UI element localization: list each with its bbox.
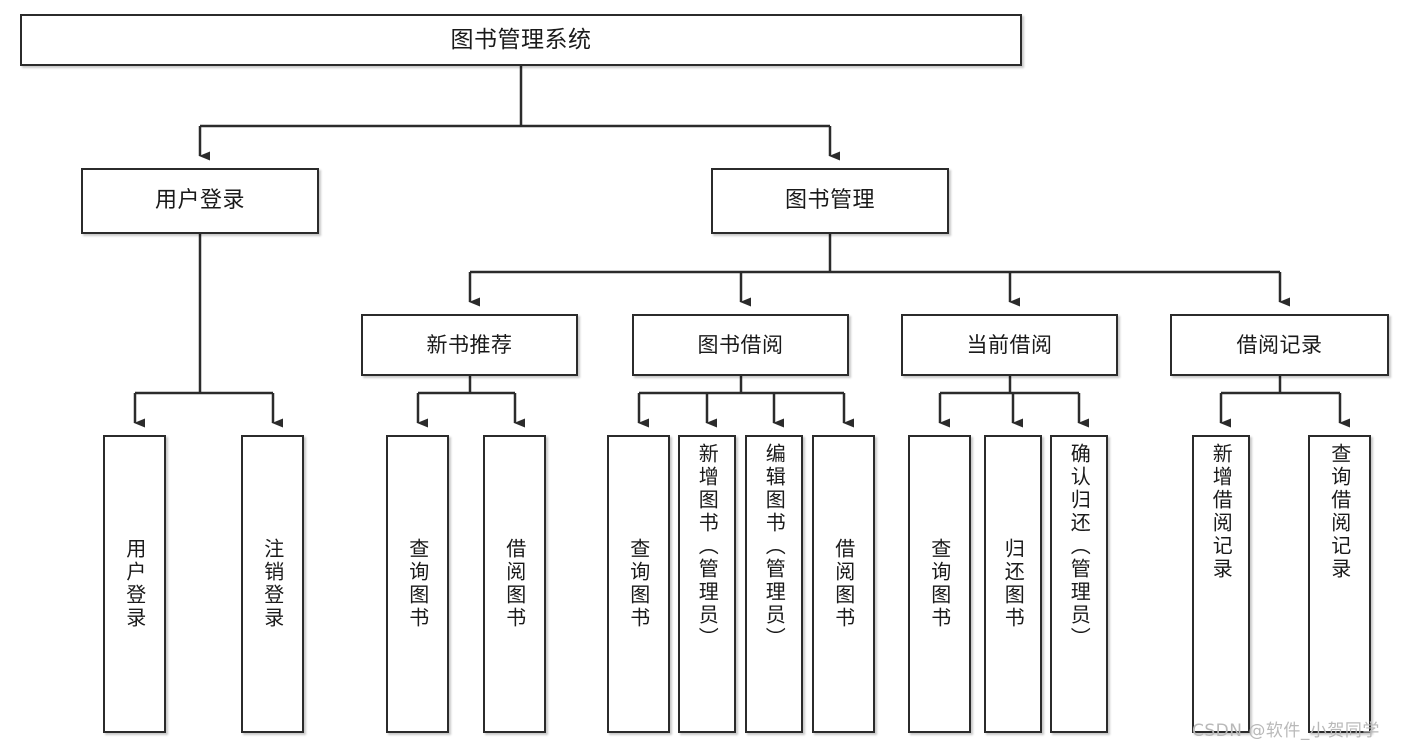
node-leaf-bb-borrow[interactable]: 借阅图书 [812, 435, 875, 733]
node-label: 新增借阅记录 [1209, 443, 1234, 581]
node-label: 查询图书 [927, 538, 952, 630]
node-root[interactable]: 图书管理系统 [20, 14, 1022, 66]
node-leaf-user-login[interactable]: 用户登录 [103, 435, 166, 733]
node-label: 借阅图书 [502, 538, 527, 630]
node-label: 确认归还（管理员） [1067, 443, 1092, 650]
node-label: 图书管理系统 [450, 26, 592, 53]
node-label: 查询图书 [626, 538, 651, 630]
node-leaf-br-query[interactable]: 查询借阅记录 [1308, 435, 1371, 733]
node-label: 注销登录 [260, 538, 285, 630]
node-label: 新书推荐 [426, 332, 513, 357]
node-leaf-bb-add[interactable]: 新增图书（管理员） [678, 435, 736, 733]
node-leaf-logout[interactable]: 注销登录 [241, 435, 304, 733]
node-label: 查询借阅记录 [1327, 443, 1352, 581]
node-current-borrow[interactable]: 当前借阅 [901, 314, 1118, 376]
node-label: 借阅记录 [1236, 332, 1323, 357]
node-book-mgmt[interactable]: 图书管理 [711, 168, 949, 234]
node-leaf-cb-confirm[interactable]: 确认归还（管理员） [1050, 435, 1108, 733]
node-label: 用户登录 [122, 538, 147, 630]
node-leaf-rec-query[interactable]: 查询图书 [386, 435, 449, 733]
node-leaf-cb-query[interactable]: 查询图书 [908, 435, 971, 733]
node-leaf-br-add[interactable]: 新增借阅记录 [1192, 435, 1250, 733]
watermark: CSDN @软件_小贺同学 [1192, 721, 1380, 741]
node-leaf-cb-return[interactable]: 归还图书 [984, 435, 1042, 733]
node-leaf-rec-borrow[interactable]: 借阅图书 [483, 435, 546, 733]
node-book-borrow[interactable]: 图书借阅 [632, 314, 849, 376]
node-label: 图书管理 [784, 188, 875, 214]
node-user-login[interactable]: 用户登录 [81, 168, 319, 234]
node-label: 查询图书 [405, 538, 430, 630]
node-label: 用户登录 [154, 188, 245, 214]
node-new-book-rec[interactable]: 新书推荐 [361, 314, 578, 376]
node-label: 新增图书（管理员） [695, 443, 720, 650]
node-borrow-record[interactable]: 借阅记录 [1170, 314, 1389, 376]
node-label: 图书借阅 [697, 332, 784, 357]
node-leaf-bb-query[interactable]: 查询图书 [607, 435, 670, 733]
node-label: 编辑图书（管理员） [762, 443, 787, 650]
node-leaf-bb-edit[interactable]: 编辑图书（管理员） [745, 435, 803, 733]
node-label: 当前借阅 [966, 332, 1053, 357]
node-label: 借阅图书 [831, 538, 856, 630]
node-label: 归还图书 [1001, 538, 1026, 630]
